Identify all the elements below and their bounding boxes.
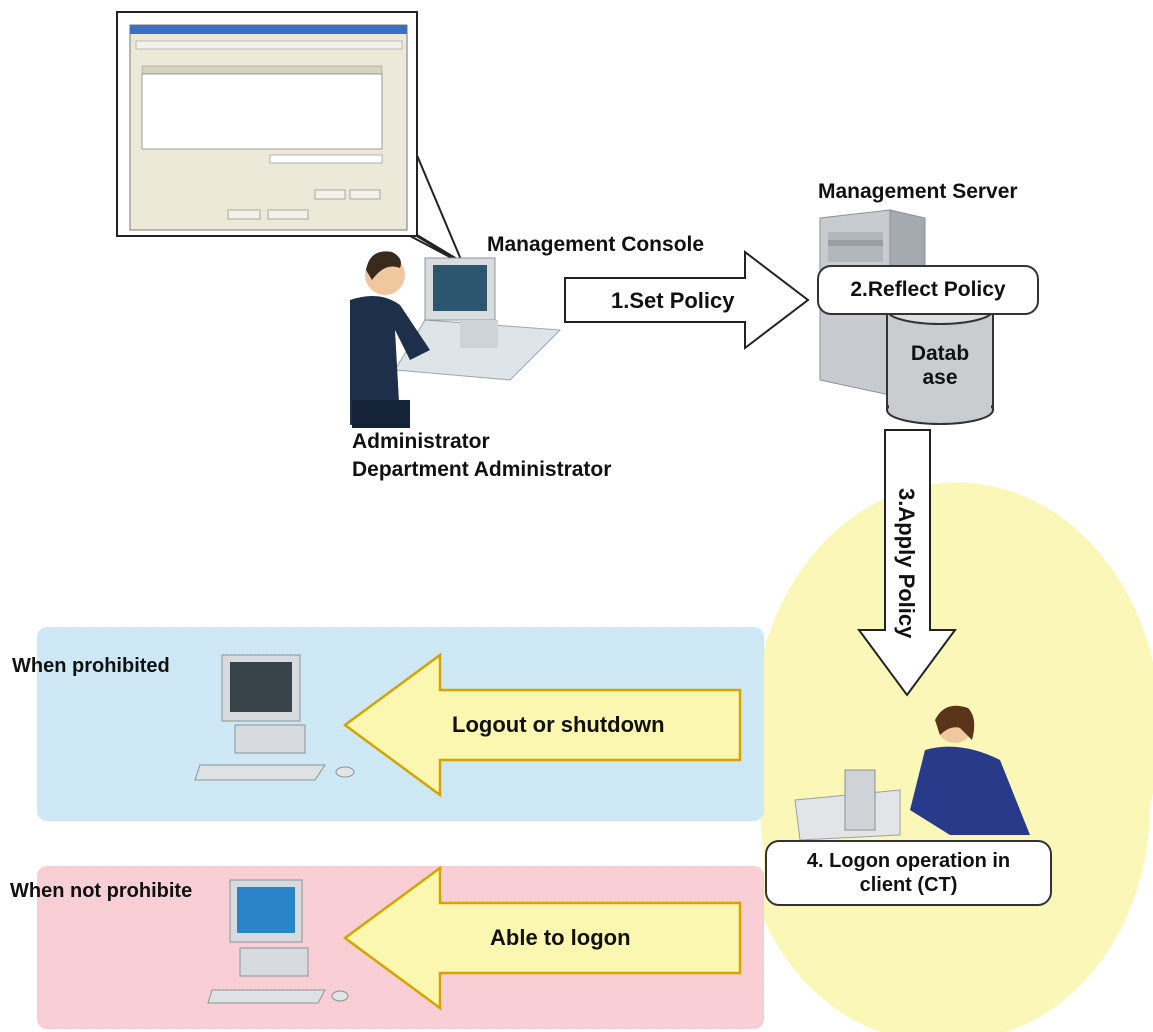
prohibited-computer-illustration [194,654,355,781]
logon-operation-line1: 4. Logon operation in [806,850,1011,872]
client-user-illustration [794,705,1030,841]
logout-or-shutdown-label: Logout or shutdown [452,712,665,737]
when-not-prohibited-label: When not prohibite [10,880,193,902]
database-label-line1: Datab [910,342,970,365]
database-label-line2: ase [922,366,958,389]
set-policy-label: 1.Set Policy [611,288,735,313]
administrator-illustration [350,251,562,428]
department-administrator-label: Department Administrator [352,458,612,481]
when-prohibited-label: When prohibited [12,655,170,677]
reflect-policy-label: 2.Reflect Policy [850,278,1006,301]
logon-operation-line2: client (CT) [859,874,958,896]
administrator-label: Administrator [352,430,490,453]
management-console-label: Management Console [487,233,705,256]
logout-arrow [342,652,742,798]
apply-policy-label: 3.Apply Policy [894,488,919,639]
able-to-logon-arrow [342,865,742,1011]
apply-policy-arrow [857,429,957,697]
logon-operation-box: 4. Logon operation in client (CT) [765,840,1052,906]
database-label: Datab ase [905,342,975,390]
management-server-label: Management Server [818,180,1018,203]
able-to-logon-label: Able to logon [490,925,631,950]
set-policy-arrow [564,249,810,351]
reflect-policy-box: 2.Reflect Policy [817,265,1039,315]
console-screenshot [116,11,466,266]
not-prohibited-computer-illustration [207,879,349,1004]
